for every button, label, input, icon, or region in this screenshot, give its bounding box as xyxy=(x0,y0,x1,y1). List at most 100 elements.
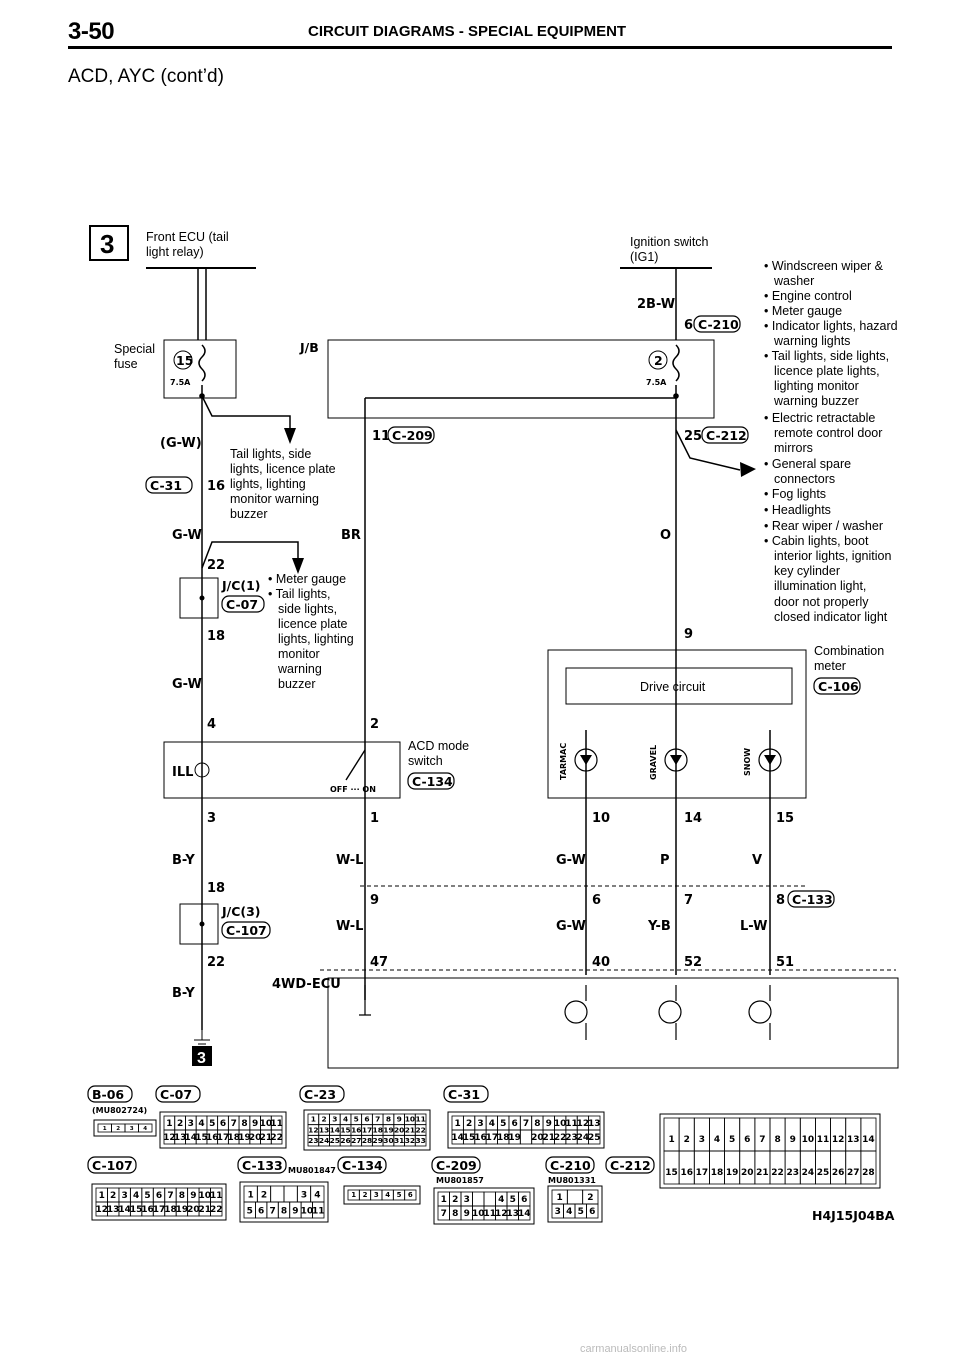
combination-meter-box xyxy=(547,649,807,799)
connector-pin-number: 8 xyxy=(281,1207,287,1217)
connector-pin-number: 2 xyxy=(177,1119,183,1129)
connector-pin-number: 13 xyxy=(588,1119,601,1129)
connector-pin-number: 3 xyxy=(332,1115,337,1124)
connector-pin-number: 20 xyxy=(394,1125,404,1134)
conn-c210: C-210 xyxy=(698,317,739,332)
connector-pin-number: 2 xyxy=(116,1126,120,1132)
tarmac-label: TARMAC xyxy=(559,743,568,780)
svg-text:key cylinder: key cylinder xyxy=(774,564,840,578)
connector-pin-number: 1 xyxy=(166,1119,172,1129)
ecu-label: 4WD-ECU xyxy=(272,977,341,992)
connector-pin-number: 14 xyxy=(118,1205,131,1215)
connector-pin-number: 13 xyxy=(174,1133,187,1143)
pin-7: 7 xyxy=(684,893,693,908)
connector-pin-number: 10 xyxy=(405,1115,415,1124)
connector-pin-number: 9 xyxy=(464,1209,470,1219)
svg-text:lights, licence plate: lights, licence plate xyxy=(230,462,336,476)
combination-label-1: Combination xyxy=(814,644,884,658)
svg-text:warning buzzer: warning buzzer xyxy=(773,394,859,408)
connector-pin-number: 6 xyxy=(744,1135,750,1145)
connector-pin-number: 18 xyxy=(711,1168,724,1178)
connector-pin-number: 11 xyxy=(210,1191,223,1201)
connector-pin-number: 29 xyxy=(373,1136,383,1145)
conn-c106: C-106 xyxy=(818,679,859,694)
connector-face xyxy=(659,1113,881,1189)
connector-pin-number: 19 xyxy=(726,1168,739,1178)
fuse2-rating: 7.5A xyxy=(646,378,667,387)
connector-pin-number: 4 xyxy=(566,1207,572,1217)
svg-text:• Engine control: • Engine control xyxy=(764,289,852,303)
svg-text:lights, lighting: lights, lighting xyxy=(230,477,306,491)
pin-4: 4 xyxy=(207,717,216,732)
connector-pin-number: 1 xyxy=(455,1119,461,1129)
connector-pin-number: 20 xyxy=(531,1133,544,1143)
pin-47: 47 xyxy=(370,955,388,970)
svg-text:closed indicator light: closed indicator light xyxy=(774,610,888,624)
svg-text:• Tail lights, side lights,: • Tail lights, side lights, xyxy=(764,349,889,363)
wire-p: P xyxy=(660,853,670,868)
svg-text:door not properly: door not properly xyxy=(774,595,869,609)
front-ecu-label-2: light relay) xyxy=(146,245,204,259)
jc3-label: J/C(3) xyxy=(221,904,261,919)
connector-pin-number: 16 xyxy=(474,1133,487,1143)
connector-pin-number: 12 xyxy=(95,1205,108,1215)
conn-c134: C-134 xyxy=(412,774,453,789)
connector-pin-number: 2 xyxy=(452,1195,458,1205)
off-on-label: OFF ··· ON xyxy=(330,785,376,794)
svg-text:washer: washer xyxy=(773,274,814,288)
pin-9-b: 9 xyxy=(684,627,693,642)
connector-pin-number: 6 xyxy=(220,1119,226,1129)
tail-group-text: Tail lights, side lights, licence plate … xyxy=(230,447,336,521)
connector-face xyxy=(93,1119,157,1137)
wire-gw-1: G-W xyxy=(172,528,202,543)
connector-pin-number: 6 xyxy=(258,1207,264,1217)
right-arrow xyxy=(740,462,756,477)
pin-6-b: 6 xyxy=(592,893,601,908)
combination-label-2: meter xyxy=(814,659,846,673)
connector-pin-number: 13 xyxy=(319,1125,329,1134)
connector-pin-number: 13 xyxy=(847,1135,860,1145)
connector-cell xyxy=(586,1203,599,1219)
connector-pin-number: 15 xyxy=(195,1133,208,1143)
wire-gw-paren: (G-W) xyxy=(160,436,202,451)
connector-pin-number: 1 xyxy=(351,1191,356,1199)
connector-pin-number: 3 xyxy=(301,1191,307,1201)
connector-cell xyxy=(270,1129,283,1145)
page-number: 3-50 xyxy=(68,18,115,45)
svg-text:• Headlights: • Headlights xyxy=(764,503,831,517)
connector-pin-number: 18 xyxy=(373,1125,383,1134)
watermark-footer: carmanualsonline.info xyxy=(580,1343,688,1355)
pin-1: 1 xyxy=(370,811,379,826)
fuse15-rating: 7.5A xyxy=(170,378,191,387)
connector-pin-number: 6 xyxy=(589,1207,595,1217)
connector-face xyxy=(159,1111,287,1149)
svg-text:lighting monitor: lighting monitor xyxy=(774,379,859,393)
connector-pin-number: 2 xyxy=(363,1191,368,1199)
bottom-conn-c31: C-31 xyxy=(448,1087,480,1102)
connector-pin-number: 10 xyxy=(554,1119,567,1129)
connector-pin-number: 10 xyxy=(260,1119,273,1129)
connector-pin-number: 28 xyxy=(862,1168,875,1178)
front-ecu-label-1: Front ECU (tail xyxy=(146,230,229,244)
connector-pin-number: 9 xyxy=(790,1135,796,1145)
connector-pin-number: 32 xyxy=(405,1136,415,1145)
conn-c212: C-212 xyxy=(706,428,747,443)
page-header: 3-50 CIRCUIT DIAGRAMS - SPECIAL EQUIPMEN… xyxy=(68,18,892,46)
fuse2-number: 2 xyxy=(654,353,663,368)
connector-pin-number: 11 xyxy=(415,1115,425,1124)
jc1-label: J/C(1) xyxy=(221,578,261,593)
connector-pin-number: 26 xyxy=(340,1136,350,1145)
connector-pin-number: 33 xyxy=(415,1136,425,1145)
pin-6-a: 6 xyxy=(684,318,693,333)
meter-group-text: • Meter gauge • Tail lights, side lights… xyxy=(268,572,354,691)
connector-pin-number: 4 xyxy=(385,1191,390,1199)
pin-14: 14 xyxy=(684,811,702,826)
connector-pin-number: 6 xyxy=(156,1191,162,1201)
connector-pin-number: 8 xyxy=(534,1119,540,1129)
acd-mode-label-2: switch xyxy=(408,754,443,768)
fuse2-circle xyxy=(648,350,668,370)
wire-2bw: 2B-W xyxy=(637,297,675,312)
bottom-conn-c209: C-209 xyxy=(436,1158,477,1173)
svg-text:• Windscreen wiper &: • Windscreen wiper & xyxy=(764,259,884,273)
connector-pin-number: 25 xyxy=(588,1133,601,1143)
